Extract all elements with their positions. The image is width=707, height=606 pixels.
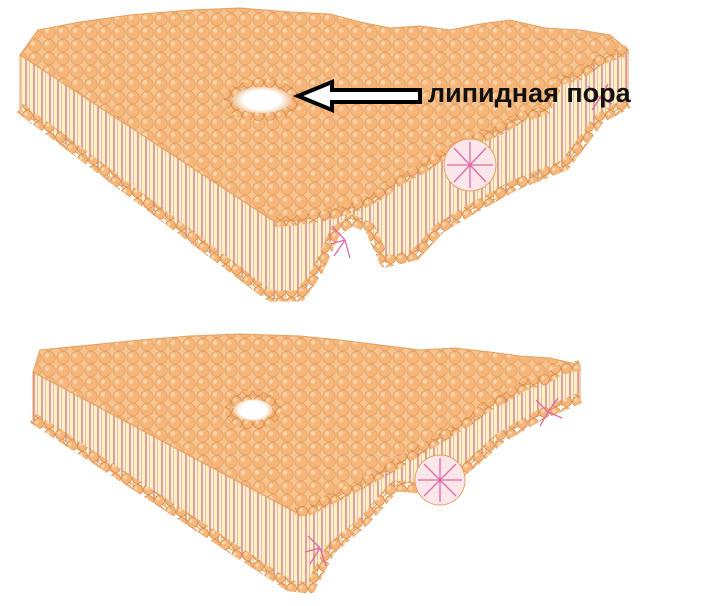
pore-cross-section	[444, 139, 496, 191]
lipid-pore	[228, 83, 296, 117]
pore-cross-section	[415, 455, 465, 505]
lipid-pore-small	[229, 395, 277, 425]
membrane-with-pore-open	[20, 8, 628, 300]
lipid-pore-label: липидная пора	[428, 78, 631, 109]
membrane-with-pore-closing	[33, 334, 580, 590]
